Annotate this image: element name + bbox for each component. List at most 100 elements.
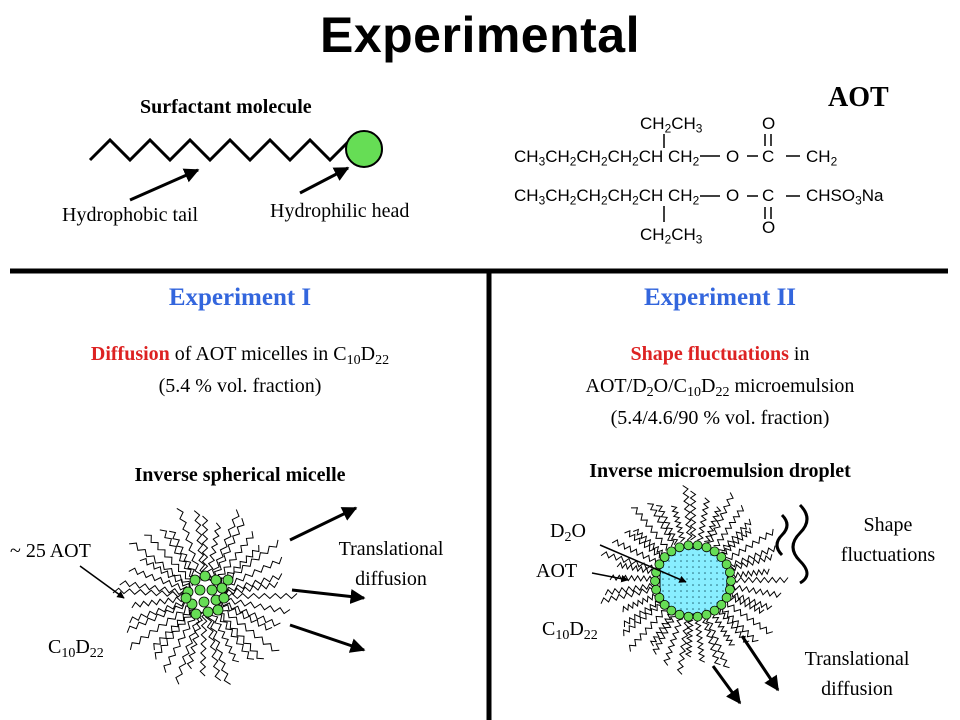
formula-row2: CH3CH2CH2CH2CH CH2 — [514, 186, 700, 208]
tail-chain — [628, 610, 668, 652]
tail-chain — [128, 567, 190, 594]
d2o-label: D2O — [550, 520, 586, 546]
aot-count-label: ~ 25 AOT — [10, 540, 91, 562]
tail-chain — [616, 561, 654, 575]
tail-chain — [725, 528, 774, 561]
head-group — [725, 567, 735, 578]
tail-chain — [153, 607, 196, 651]
translational-label-1: Translational — [338, 538, 444, 560]
head-group — [206, 584, 218, 596]
head-group — [726, 576, 736, 586]
tail-chain — [663, 618, 684, 666]
tail-chain — [139, 557, 191, 591]
tail-chain — [729, 594, 765, 615]
tail-chain — [630, 507, 668, 551]
tail-chain — [600, 551, 655, 572]
formula-carbonyl-bottom: O — [762, 218, 776, 237]
translational-arrows-1 — [289, 506, 366, 653]
tail-chain — [201, 515, 209, 581]
tail-chain — [218, 603, 280, 652]
head-group — [650, 576, 660, 586]
head-group — [194, 584, 206, 596]
tail-chain — [214, 607, 255, 660]
tail-chain — [647, 503, 675, 547]
head-group — [721, 559, 732, 570]
tail-chain — [707, 492, 734, 544]
tail-chain — [216, 606, 264, 660]
tail-chain — [611, 539, 657, 565]
formula-row-bottom: CH2CH3 — [640, 225, 703, 247]
fluctuations-label: fluctuations — [840, 544, 936, 566]
head-group — [716, 552, 727, 562]
formula-row2-c: C — [762, 186, 775, 205]
tail-chain — [726, 600, 773, 635]
tail-chain — [219, 600, 273, 631]
tail-chain — [193, 510, 207, 581]
tail-chain — [205, 522, 222, 581]
head-group — [654, 559, 665, 570]
experiment-1-fraction: (5.4 % vol. fraction) — [158, 375, 322, 397]
tail-chain — [623, 600, 661, 628]
head-group — [701, 609, 712, 620]
aot-label: AOT — [828, 82, 889, 113]
head-group — [212, 604, 224, 616]
tail-chain — [219, 573, 283, 594]
hydrophobic-tail-label: Hydrophobic tail — [62, 204, 199, 226]
head-group — [716, 600, 727, 610]
tail-chain — [199, 611, 208, 677]
head-group — [198, 596, 210, 608]
experiment-2-subheading: Inverse microemulsion droplet — [589, 460, 851, 482]
tail-chain — [220, 581, 279, 597]
tail-chain — [649, 613, 674, 647]
head-group — [721, 592, 732, 603]
tail-chain — [169, 530, 199, 584]
tail-chain — [721, 527, 752, 555]
tail-chain — [684, 619, 694, 658]
tail-chain — [730, 554, 773, 572]
head-group — [692, 611, 703, 622]
tail-chain — [176, 507, 203, 582]
experiment-2-system: AOT/D2O/C10D22 microemulsion — [585, 375, 855, 401]
tail-chain — [689, 490, 697, 541]
page-title: Experimental — [319, 7, 640, 63]
tail-chain — [119, 580, 190, 597]
experiment-2-desc: Shape fluctuations in — [630, 343, 810, 365]
head-group — [659, 600, 670, 610]
head-group — [725, 584, 735, 595]
tail-chain — [144, 534, 193, 587]
formula-row2-o: O — [726, 186, 740, 205]
d2o-pointer-arrow — [599, 544, 687, 583]
shape-fluctuation-squiggles — [775, 503, 809, 585]
surfactant-label: Surfactant molecule — [140, 96, 312, 118]
head-group — [189, 574, 201, 586]
head-group — [218, 592, 230, 604]
solvent-label-1: C10D22 — [48, 636, 104, 662]
tail-chain — [697, 497, 711, 541]
tail-chain — [694, 619, 706, 663]
head-group — [659, 552, 670, 562]
inverse-microemulsion-droplet — [600, 485, 789, 675]
tail-chain — [732, 576, 789, 584]
surfactant-head — [345, 130, 383, 168]
hydrophilic-head-label: Hydrophilic head — [270, 200, 410, 222]
tail-chain — [129, 605, 194, 651]
tail-chain — [129, 542, 192, 589]
tail-chain — [718, 608, 750, 643]
head-group — [190, 608, 202, 620]
experiment-2-heading: Experiment II — [643, 284, 797, 311]
tail-chain — [209, 518, 245, 582]
tail-chain — [175, 611, 203, 685]
tail-chain — [656, 505, 679, 545]
head-group — [222, 574, 234, 586]
shape-label: Shape — [863, 514, 913, 536]
formula-row1: CH3CH2CH2CH2CH CH2 — [514, 147, 700, 169]
tail-chain — [163, 610, 200, 673]
experiment-1-heading: Experiment I — [168, 284, 312, 311]
head-group — [709, 605, 720, 616]
tail-chain — [604, 582, 655, 596]
tail-chain — [732, 584, 782, 599]
head-group — [683, 611, 694, 622]
tail-chain — [682, 485, 693, 541]
head-group — [666, 546, 677, 557]
